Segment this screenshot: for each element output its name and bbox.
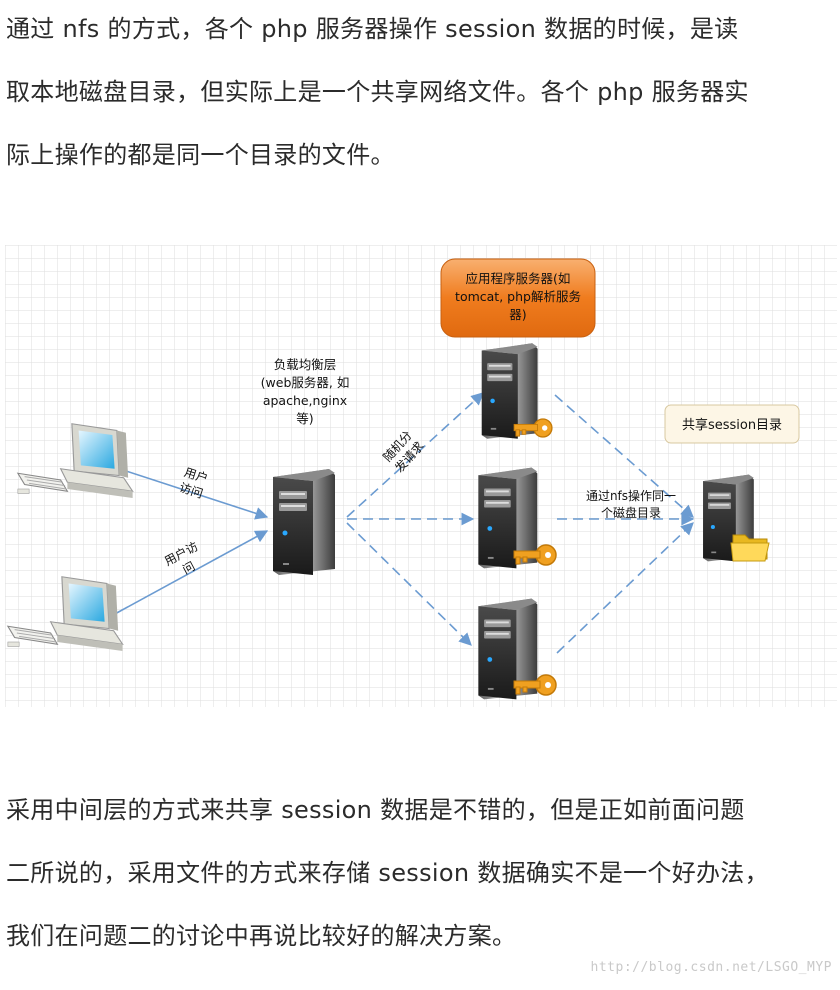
folder-icon (730, 534, 770, 562)
load-balancer-label: 负载均衡层 (web服务器, 如 apache,nginx 等) (261, 357, 350, 426)
app-server-callout: 应用程序服务器(如 tomcat, php解析服务 器) (440, 258, 596, 338)
nfs-label-line: 个磁盘目录 (601, 505, 661, 520)
paragraph-line: 采用中间层的方式来共享 session 数据是不错的，但是正如前面问题 (6, 796, 745, 824)
lb-label-line: 等) (296, 411, 313, 426)
lb-label-line: (web服务器, 如 (261, 375, 350, 390)
callout-line: 应用程序服务器(如 (466, 271, 571, 286)
nfs-label: 通过nfs操作同一 个磁盘目录 (586, 488, 676, 520)
nfs-architecture-diagram: 应用程序服务器(如 tomcat, php解析服务 器) 共享session目录… (5, 245, 837, 713)
lb-label-line: apache,nginx (263, 393, 347, 408)
paragraph-line: 通过 nfs 的方式，各个 php 服务器操作 session 数据的时候，是读 (6, 15, 739, 43)
connection-arrows (112, 392, 695, 654)
paragraph-line: 二所说的，采用文件的方式来存储 session 数据确实不是一个好办法， (6, 859, 769, 887)
watermark: http://blog.csdn.net/LSGO_MYP (590, 960, 832, 975)
paragraph-line: 取本地磁盘目录，但实际上是一个共享网络文件。各个 php 服务器实 (6, 78, 749, 106)
lb-label-line: 负载均衡层 (274, 357, 337, 372)
paragraph-conclusion: 采用中间层的方式来共享 session 数据是不错的，但是正如前面问题 二所说的… (6, 779, 838, 968)
paragraph-line: 我们在问题二的讨论中再说比较好的解决方案。 (6, 922, 517, 950)
callout-line: tomcat, php解析服务 (455, 289, 581, 304)
nfs-label-line: 通过nfs操作同一 (586, 488, 676, 503)
user-access-line: 用户 (183, 464, 210, 486)
callout-line: 器) (509, 307, 526, 322)
grid-background (5, 245, 837, 707)
shared-session-box: 共享session目录 (664, 404, 800, 444)
user-access-line: 问 (180, 559, 197, 577)
load-balancer-server (273, 469, 335, 575)
paragraph-intro: 通过 nfs 的方式，各个 php 服务器操作 session 数据的时候，是读… (6, 0, 838, 187)
paragraph-line: 际上操作的都是同一个目录的文件。 (6, 141, 395, 169)
shared-session-label: 共享session目录 (682, 417, 782, 433)
